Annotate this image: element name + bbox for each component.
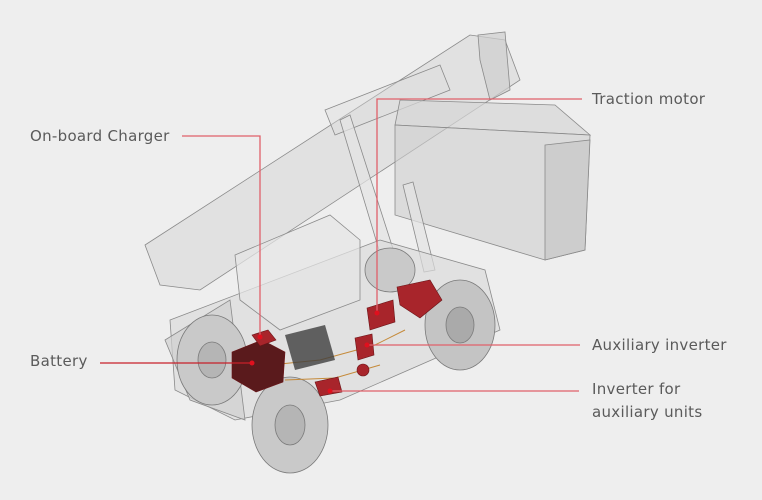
label-auxiliary-inverter: Auxiliary inverter [592,336,727,354]
dot-aux-inverter [364,342,370,348]
dot-traction-motor [374,310,380,316]
cab [234,214,361,331]
label-inverter-aux-units-line1: Inverter for [592,380,681,398]
label-battery: Battery [30,352,88,370]
label-inverter-aux-units-line2: auxiliary units [592,403,703,421]
motor-housing [396,279,443,319]
dot-charger [257,334,263,340]
label-inverter-aux-units: Inverter for auxiliary units [592,378,702,424]
dot-inverter-aux-units [327,388,333,394]
leader-lines [100,98,582,392]
dot-battery [249,360,255,366]
label-onboard-charger: On-board Charger [30,127,170,145]
leader-dots [249,310,380,394]
charger-component [251,329,277,347]
container [394,124,591,261]
leader-traction-motor [376,98,582,313]
label-traction-motor: Traction motor [592,90,706,108]
leader-onboard-charger [182,135,261,337]
aux-inverter-component [354,333,375,361]
traction-motor-component [366,299,396,331]
